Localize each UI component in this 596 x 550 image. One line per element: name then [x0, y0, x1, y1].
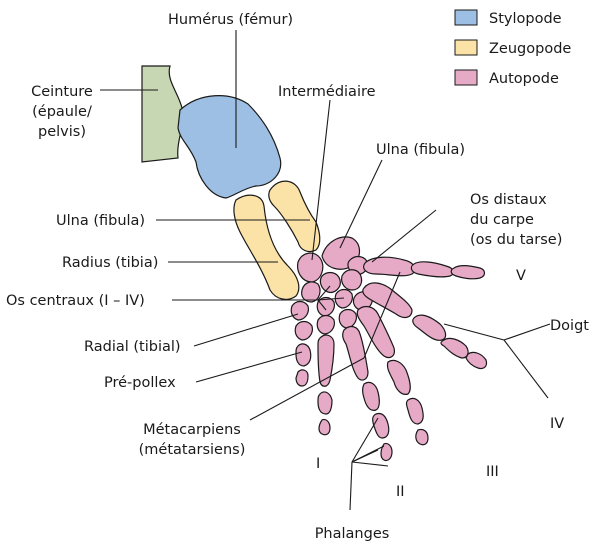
digit-III-phalanx-3: [416, 429, 428, 444]
leader-ulna-right: [340, 160, 382, 248]
leader-prepollex: [196, 352, 302, 382]
digit-I: [318, 335, 334, 435]
label-ceinture-2: (épaule/: [32, 104, 92, 120]
digit-III-phalanx-1: [387, 360, 410, 394]
digit-II-phalanx-3: [381, 443, 392, 460]
label-phalanges: Phalanges: [315, 526, 390, 542]
leader-phalanges-4: [352, 462, 388, 466]
carpals: [291, 237, 372, 340]
digit-V-phalanx-2: [451, 266, 484, 279]
leader-os-distaux: [372, 210, 436, 262]
legend-swatch-zeugopode: [455, 40, 477, 55]
label-metacarpiens-1: Métacarpiens: [143, 422, 241, 438]
legend: Stylopode Zeugopode Autopode: [455, 10, 571, 87]
label-radius: Radius (tibia): [62, 255, 158, 271]
label-digit-II: II: [396, 484, 405, 500]
label-metacarpiens-2: (métatarsiens): [139, 442, 246, 458]
digit-II-phalanx-1: [363, 382, 380, 410]
label-digit-V: V: [516, 268, 526, 284]
label-ceinture-1: Ceinture: [31, 84, 93, 100]
label-prepollex: Pré-pollex: [104, 375, 176, 391]
legend-label-autopode: Autopode: [489, 71, 559, 87]
label-os-distaux-2: du carpe: [470, 212, 534, 228]
digit-I-phalanx-2: [319, 419, 330, 434]
humerus-bone: [178, 96, 281, 198]
label-os-distaux-1: Os distaux: [470, 192, 547, 208]
digit-IV-phalanx-2: [441, 338, 468, 358]
digit-IV-phalanx-1: [413, 315, 446, 340]
label-intermediaire: Intermédiaire: [278, 84, 376, 100]
label-radial: Radial (tibial): [84, 339, 181, 355]
carpal-radiale: [291, 302, 308, 321]
carpal-prepollex-base: [295, 322, 312, 341]
prepollex-bone-1: [296, 344, 311, 366]
label-ceinture-3: pelvis): [38, 124, 86, 140]
label-ulna-right: Ulna (fibula): [376, 142, 465, 158]
legend-swatch-autopode: [455, 70, 477, 85]
digit-IV-phalanx-3: [466, 352, 487, 368]
leader-doigt-a: [504, 324, 550, 340]
digit-V-phalanx-1: [411, 262, 453, 277]
label-digit-I: I: [316, 456, 320, 472]
carpal-intermedium: [298, 253, 323, 282]
digit-V: [364, 257, 485, 279]
leader-metacarpiens: [250, 358, 364, 420]
label-doigt: Doigt: [550, 318, 589, 334]
leader-doigt-c: [504, 340, 548, 398]
label-ulna-left: Ulna (fibula): [56, 213, 145, 229]
carpal-distal-2: [339, 310, 356, 329]
leader-radial: [194, 314, 298, 346]
digit-II-metacarpal: [343, 327, 368, 380]
legend-swatch-stylopode: [455, 10, 477, 25]
labels: Humérus (fémur) Ceinture (épaule/ pelvis…: [6, 12, 589, 542]
legend-label-stylopode: Stylopode: [489, 11, 562, 27]
label-centraux: Os centraux (I – IV): [6, 293, 145, 309]
digit-III-phalanx-2: [407, 398, 424, 424]
carpal-central-1: [302, 282, 320, 302]
label-humerus: Humérus (fémur): [168, 12, 293, 28]
prepollex-bone-2: [296, 370, 308, 386]
legend-label-zeugopode: Zeugopode: [489, 41, 571, 57]
carpal-distal-4: [342, 270, 362, 290]
digit-I-phalanx-1: [318, 392, 332, 414]
label-os-distaux-3: (os du tarse): [470, 232, 562, 248]
girdle-shape: [142, 66, 183, 162]
digit-II-phalanx-2: [373, 413, 389, 438]
carpal-central-2: [320, 273, 340, 293]
prepollex: [296, 344, 311, 386]
ulna-bone: [269, 181, 320, 251]
leader-doigt-b: [444, 324, 504, 340]
label-digit-IV: IV: [550, 416, 564, 432]
digit-V-metacarpal: [364, 257, 415, 276]
leader-phalanges-main: [350, 462, 352, 510]
label-digit-III: III: [486, 464, 499, 480]
carpal-distal-1: [317, 316, 334, 335]
leader-intermediaire: [312, 100, 330, 260]
